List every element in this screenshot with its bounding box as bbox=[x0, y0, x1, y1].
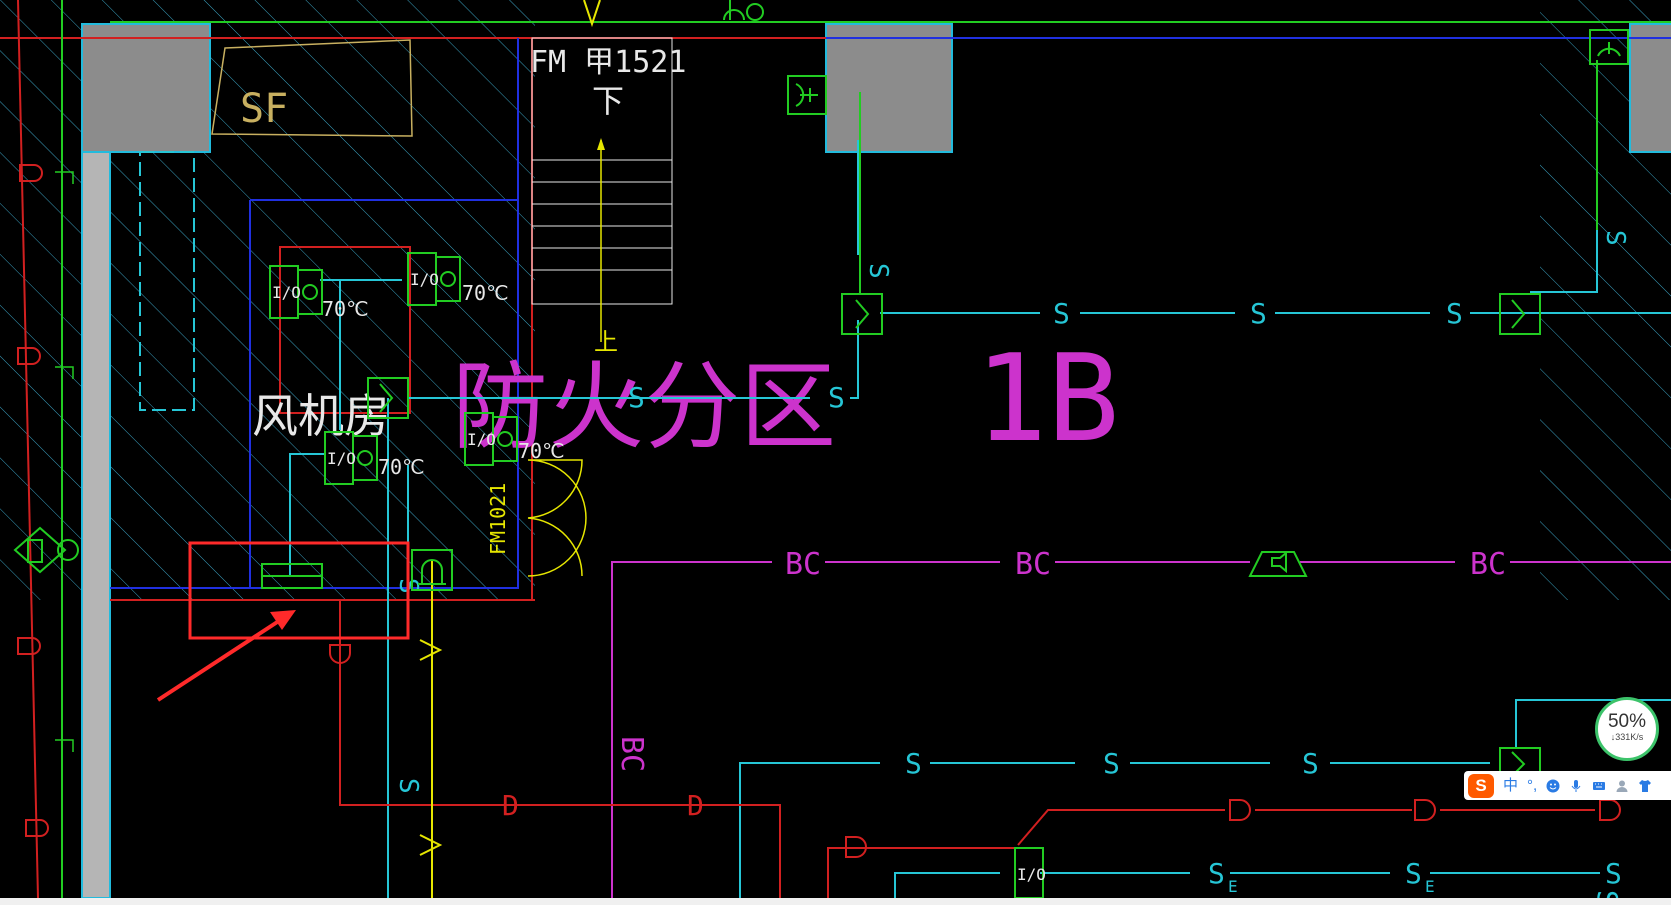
s-label: S bbox=[1053, 297, 1070, 330]
room-name-label: 风机房 bbox=[252, 389, 390, 443]
s-label: S bbox=[1103, 747, 1120, 780]
ime-logo[interactable]: S bbox=[1468, 773, 1494, 798]
s-label: S bbox=[1600, 230, 1630, 246]
s-label: S bbox=[905, 747, 922, 780]
bc-label: BC bbox=[785, 547, 821, 582]
s-label: S bbox=[1605, 857, 1622, 890]
io-label: I/O bbox=[467, 430, 496, 449]
emoji-icon[interactable] bbox=[1546, 779, 1560, 793]
highlight-arrowhead bbox=[270, 610, 296, 630]
temp-label: 70℃ bbox=[462, 281, 509, 305]
microphone-icon[interactable] bbox=[1569, 779, 1583, 793]
bc-label: BC bbox=[614, 736, 649, 772]
s-label: S bbox=[1250, 297, 1267, 330]
sf-label: SF bbox=[240, 86, 288, 132]
s-label: S bbox=[393, 778, 423, 794]
column-top-middle bbox=[825, 23, 953, 153]
yellow-v-line bbox=[419, 0, 601, 898]
wall-left bbox=[81, 151, 111, 898]
io-label: I/O bbox=[327, 449, 356, 468]
s-label: S bbox=[1405, 857, 1422, 890]
speed-percent: 50% bbox=[1607, 711, 1647, 732]
io-label: I/O bbox=[1017, 865, 1046, 884]
ime-punctuation-toggle[interactable]: °, bbox=[1527, 776, 1538, 794]
column-top-right bbox=[1629, 23, 1671, 153]
d-label: D bbox=[687, 789, 704, 822]
temp-label: 70℃ bbox=[378, 455, 425, 479]
ime-mode-toggle[interactable]: 中 bbox=[1503, 776, 1519, 794]
bc-label: BC bbox=[1015, 547, 1051, 582]
stair-door-label: FM 甲1521 bbox=[530, 45, 686, 80]
shirt-icon[interactable] bbox=[1638, 779, 1652, 793]
s-labels: S S S S S S S S S S S S bbox=[628, 297, 1624, 898]
speed-rate: ↓331K/s bbox=[1610, 732, 1644, 742]
d-label: D bbox=[502, 789, 519, 822]
keyboard-icon[interactable] bbox=[1592, 779, 1606, 793]
temp-label: 70℃ bbox=[322, 297, 369, 321]
highlight-box bbox=[188, 541, 410, 640]
bc-label: BC bbox=[1470, 547, 1506, 582]
s-labels-vertical: S S S S bbox=[393, 230, 1630, 794]
highlight-arrow bbox=[156, 613, 290, 702]
e-label: E bbox=[1425, 877, 1435, 896]
column-top-left bbox=[81, 23, 211, 153]
io-label: I/O bbox=[410, 270, 439, 289]
s-label: S bbox=[863, 263, 893, 279]
s-label: S bbox=[1446, 297, 1463, 330]
staircase bbox=[531, 37, 673, 342]
zone-id-label: 1B bbox=[975, 330, 1120, 469]
status-strip bbox=[0, 898, 1671, 905]
left-markers bbox=[55, 171, 74, 752]
blue-room-outline bbox=[110, 37, 1671, 589]
bc-labels: BC BC BC BC bbox=[614, 547, 1506, 772]
user-icon[interactable] bbox=[1615, 779, 1629, 793]
s-label: S bbox=[1302, 747, 1319, 780]
green-devices bbox=[13, 0, 1629, 898]
temp-label: 70℃ bbox=[518, 439, 565, 463]
io-label: I/O bbox=[272, 283, 301, 302]
s-label: S bbox=[1208, 857, 1225, 890]
sf-shaft bbox=[211, 39, 413, 137]
dashed-outline bbox=[139, 151, 195, 411]
s-label: S bbox=[828, 381, 845, 414]
s-label: S bbox=[628, 381, 645, 414]
stair-down-label: 下 bbox=[592, 82, 624, 120]
temp-labels: 70℃ 70℃ 70℃ 70℃ bbox=[322, 281, 565, 479]
network-speed-widget[interactable]: 50% ↓331K/s bbox=[1595, 697, 1659, 761]
s-label: S bbox=[1591, 890, 1624, 898]
d-labels: D D bbox=[502, 789, 704, 822]
magenta-bc-lines bbox=[611, 561, 1671, 898]
door-swing bbox=[527, 459, 587, 577]
d-symbols bbox=[17, 164, 1621, 858]
side-door-label: FM1021 bbox=[486, 483, 510, 555]
io-labels: I/O I/O I/O I/O I/O bbox=[272, 270, 1046, 884]
red-d-lines bbox=[17, 0, 1595, 898]
e-labels: E E bbox=[1228, 877, 1435, 896]
ime-toolbar[interactable]: S 中 °, bbox=[1464, 771, 1671, 800]
stair-up-label: 上 bbox=[594, 328, 618, 356]
e-label: E bbox=[1228, 877, 1238, 896]
